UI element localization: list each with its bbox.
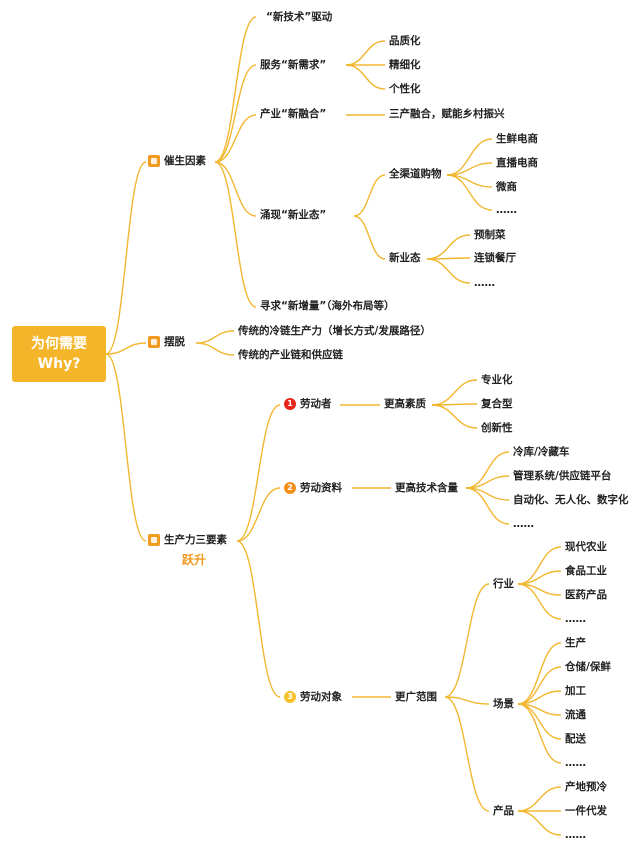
- node-higher-quality[interactable]: 更高素质: [384, 398, 426, 410]
- leaf-processing[interactable]: 加工: [565, 685, 586, 697]
- node-industry[interactable]: 行业: [493, 578, 514, 590]
- lightning-icon: [148, 336, 160, 348]
- leaf-more[interactable]: ……: [513, 518, 534, 530]
- leaf-professional[interactable]: 专业化: [481, 374, 513, 386]
- branch-three-elements[interactable]: 生产力三要素: [148, 533, 227, 547]
- node-new-increment[interactable]: 寻求“新增量”（海外布局等）: [260, 300, 395, 312]
- leaf-quality[interactable]: 品质化: [389, 35, 421, 47]
- node-scenario[interactable]: 场景: [493, 698, 514, 710]
- node-wider-scope[interactable]: 更广范围: [395, 691, 437, 703]
- node-product[interactable]: 产品: [493, 805, 514, 817]
- node-new-demand[interactable]: 服务“新需求”: [260, 59, 327, 71]
- leaf-production[interactable]: 生产: [565, 637, 586, 649]
- leaf-innovative[interactable]: 创新性: [481, 422, 513, 434]
- leaf-personal[interactable]: 个性化: [389, 83, 421, 95]
- leaf-more[interactable]: ……: [565, 829, 586, 841]
- leaf-modern-agri[interactable]: 现代农业: [565, 541, 607, 553]
- branch-baituo[interactable]: 摆脱: [148, 335, 185, 349]
- leaf-chain[interactable]: 连锁餐厅: [474, 252, 516, 264]
- number-badge: 3: [284, 691, 296, 703]
- node-new-form[interactable]: 涌现“新业态”: [260, 209, 327, 221]
- node-labor-material[interactable]: 2 劳动资料: [284, 481, 342, 495]
- leaf-live-ecom[interactable]: 直播电商: [496, 157, 538, 169]
- leaf-fine[interactable]: 精细化: [389, 59, 421, 71]
- leaf-compound[interactable]: 复合型: [481, 398, 513, 410]
- bell-icon: [148, 155, 160, 167]
- branch-label: 生产力三要素: [164, 534, 227, 546]
- node-labor-object[interactable]: 3 劳动对象: [284, 690, 342, 704]
- mail-icon: [148, 534, 160, 546]
- leaf-dropship[interactable]: 一件代发: [565, 805, 607, 817]
- node-label: 劳动者: [300, 398, 332, 410]
- node-omnichannel[interactable]: 全渠道购物: [389, 168, 442, 180]
- leaf-wechat[interactable]: 微商: [496, 181, 517, 193]
- leap-label: 跃升: [182, 553, 207, 567]
- branch-cuisheng[interactable]: 催生因素: [148, 154, 206, 168]
- branch-label: 摆脱: [164, 336, 185, 348]
- leaf-more[interactable]: ……: [496, 204, 517, 216]
- root-title: 为何需要: [31, 336, 87, 352]
- node-laborer[interactable]: 1 劳动者: [284, 397, 332, 411]
- number-badge: 1: [284, 398, 296, 410]
- node-label: 劳动对象: [300, 691, 342, 703]
- leaf-more[interactable]: ……: [565, 613, 586, 625]
- node-new-fusion[interactable]: 产业“新融合”: [260, 108, 327, 120]
- node-higher-tech[interactable]: 更高技术含量: [395, 482, 458, 494]
- leaf-more[interactable]: ……: [474, 277, 495, 289]
- node-old-productivity[interactable]: 传统的冷链生产力（增长方式/发展路径）: [238, 325, 431, 337]
- leaf-cold-storage[interactable]: 冷库/冷藏车: [513, 446, 570, 458]
- root-subtitle: Why?: [37, 356, 81, 372]
- leaf-circulation[interactable]: 流通: [565, 709, 586, 721]
- leaf-medicine[interactable]: 医药产品: [565, 589, 607, 601]
- branch-label: 催生因素: [164, 155, 206, 167]
- leaf-management[interactable]: 管理系统/供应链平台: [513, 470, 612, 482]
- node-old-chain[interactable]: 传统的产业链和供应链: [238, 349, 343, 361]
- leaf-fresh-ecom[interactable]: 生鲜电商: [496, 133, 538, 145]
- number-badge: 2: [284, 482, 296, 494]
- leaf-automation[interactable]: 自动化、无人化、数字化: [513, 494, 629, 506]
- node-label: 劳动资料: [300, 482, 342, 494]
- leaf-food-industry[interactable]: 食品工业: [565, 565, 607, 577]
- leaf-fusion[interactable]: 三产融合，赋能乡村振兴: [389, 108, 505, 120]
- leaf-precooling[interactable]: 产地预冷: [565, 781, 607, 793]
- leaf-delivery[interactable]: 配送: [565, 733, 586, 745]
- node-new-tech[interactable]: “新技术”驱动: [266, 11, 333, 23]
- leaf-storage[interactable]: 仓储/保鲜: [565, 661, 611, 673]
- leaf-prepared[interactable]: 预制菜: [474, 229, 506, 241]
- node-new-biz[interactable]: 新业态: [389, 252, 421, 264]
- leaf-more[interactable]: ……: [565, 757, 586, 769]
- root-node[interactable]: 为何需要 Why?: [12, 326, 106, 382]
